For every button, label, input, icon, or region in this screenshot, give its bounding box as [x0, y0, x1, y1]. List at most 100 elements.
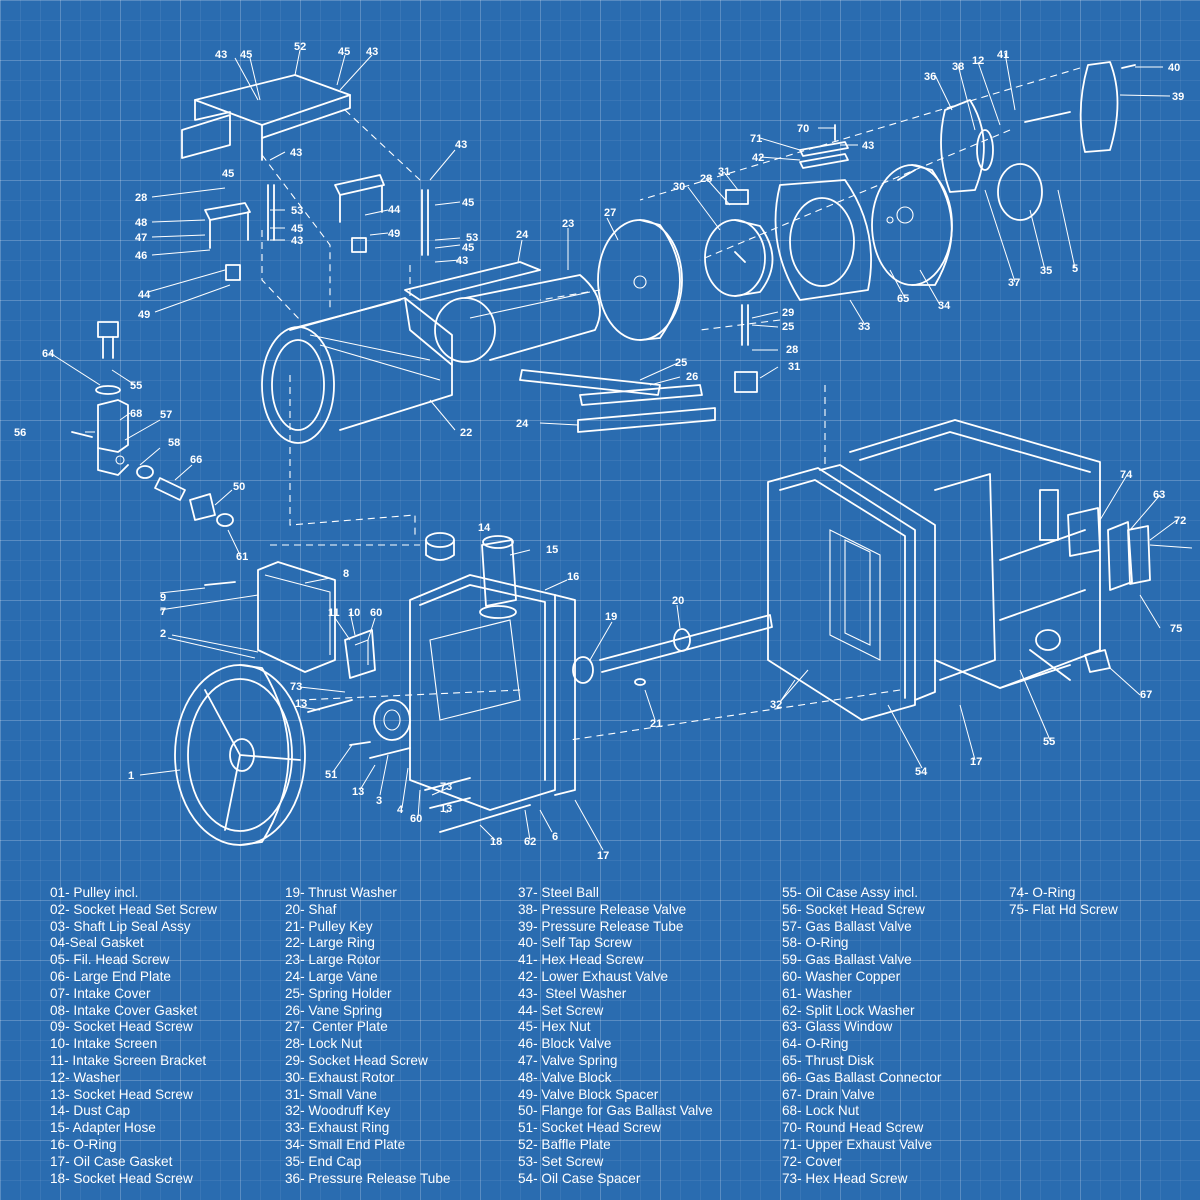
legend-item: 74- O-Ring — [1009, 885, 1076, 900]
legend-item: 67- Drain Valve — [782, 1086, 875, 1102]
callout-21: 21 — [650, 718, 662, 730]
legend-item: 32- Woodruff Key — [285, 1103, 391, 1119]
callout-52: 52 — [294, 41, 306, 53]
callout-45: 45 — [462, 197, 474, 209]
exhaust-rotor — [704, 189, 774, 393]
callout-26: 26 — [686, 371, 698, 383]
callout-11: 11 — [328, 607, 340, 619]
callout-19: 19 — [605, 611, 617, 623]
callout-43: 43 — [291, 235, 303, 247]
legend-item: 61- Washer — [782, 985, 852, 1001]
legend-item: 55- Oil Case Assy incl. — [782, 885, 918, 900]
legend-item: 19- Thrust Washer — [285, 885, 397, 900]
oil-case-spacer — [767, 464, 936, 721]
callout-1: 1 — [128, 770, 134, 782]
callout-lead-lines — [49, 49, 1193, 851]
callout-55: 55 — [1043, 736, 1055, 748]
callout-53: 53 — [291, 205, 303, 217]
legend-item: 29- Socket Head Screw — [285, 1052, 428, 1068]
callout-2: 2 — [160, 628, 166, 640]
legend-item: 62- Split Lock Washer — [782, 1002, 915, 1018]
callout-17: 17 — [597, 850, 609, 862]
callout-3: 3 — [376, 795, 382, 807]
callout-20: 20 — [672, 595, 684, 607]
callout-56: 56 — [14, 427, 26, 439]
callout-60: 60 — [410, 813, 422, 825]
callout-71: 71 — [750, 133, 762, 145]
legend-item: 18- Socket Head Screw — [50, 1170, 193, 1186]
end-cap-assembly — [940, 61, 1136, 221]
callout-36: 36 — [924, 71, 936, 83]
legend-item: 05- Fil. Head Screw — [50, 952, 170, 968]
legend-item: 28- Lock Nut — [285, 1036, 363, 1052]
legend-item: 10- Intake Screen — [50, 1036, 158, 1052]
legend-item: 13- Socket Head Screw — [50, 1086, 193, 1102]
legend-item: 15- Adapter Hose — [50, 1120, 156, 1136]
callout-61: 61 — [236, 551, 248, 563]
callout-55: 55 — [130, 380, 142, 392]
legend-item: 44- Set Screw — [518, 1002, 604, 1018]
legend-item: 25- Spring Holder — [285, 985, 392, 1001]
legend-item: 50- Flange for Gas Ballast Valve — [518, 1103, 713, 1119]
legend-item: 11- Intake Screen Bracket — [50, 1052, 207, 1068]
callout-8: 8 — [343, 568, 349, 580]
callout-4: 4 — [397, 804, 404, 816]
legend-item: 35- End Cap — [285, 1153, 362, 1169]
callout-10: 10 — [348, 607, 360, 619]
callout-35: 35 — [1040, 265, 1052, 277]
legend-item: 65- Thrust Disk — [782, 1052, 874, 1068]
callout-45: 45 — [338, 46, 350, 58]
callout-7: 7 — [160, 606, 166, 618]
callout-27: 27 — [604, 207, 616, 219]
callout-43: 43 — [215, 49, 227, 61]
legend-item: 14- Dust Cap — [50, 1103, 131, 1119]
callout-45: 45 — [291, 223, 303, 235]
callout-54: 54 — [915, 766, 928, 778]
legend-item: 08- Intake Cover Gasket — [50, 1002, 198, 1018]
callout-40: 40 — [1168, 62, 1180, 74]
callout-67: 67 — [1140, 689, 1152, 701]
legend-item: 57- Gas Ballast Valve — [782, 918, 912, 934]
legend-item: 02- Socket Head Set Screw — [50, 901, 217, 917]
callout-51: 51 — [325, 769, 337, 781]
exploded-pump-diagram: 43 45 52 45 43 43 45 28 53 48 45 47 43 4… — [14, 41, 1193, 862]
callout-39: 39 — [1172, 91, 1184, 103]
callout-24: 24 — [516, 229, 529, 241]
legend-column-4: 55- Oil Case Assy incl.56- Socket Head S… — [782, 885, 941, 1187]
exhaust-ring — [774, 179, 872, 301]
callout-45: 45 — [240, 49, 252, 61]
large-ring-cylinder — [261, 297, 453, 444]
intake-screen — [344, 629, 376, 679]
legend-item: 70- Round Head Screw — [782, 1120, 924, 1136]
parts-legend: 01- Pulley incl.02- Socket Head Set Scre… — [50, 885, 1170, 1190]
legend-item: 59- Gas Ballast Valve — [782, 952, 912, 968]
legend-item: 01- Pulley incl. — [50, 885, 139, 900]
legend-item: 52- Baffle Plate — [518, 1136, 611, 1152]
legend-item: 73- Hex Head Screw — [782, 1170, 908, 1186]
callout-34: 34 — [938, 300, 951, 312]
legend-item: 42- Lower Exhaust Valve — [518, 968, 669, 984]
callout-45: 45 — [462, 242, 474, 254]
callout-31: 31 — [788, 361, 800, 373]
legend-item: 51- Socket Head Screw — [518, 1120, 661, 1136]
callout-62: 62 — [524, 836, 536, 848]
legend-item: 20- Shaf — [285, 901, 337, 917]
callout-50: 50 — [233, 481, 245, 493]
legend-item: 24- Large Vane — [285, 968, 378, 984]
callout-74: 74 — [1120, 469, 1133, 481]
callout-13: 13 — [440, 803, 452, 815]
legend-item: 64- O-Ring — [782, 1036, 849, 1052]
callout-43: 43 — [455, 139, 467, 151]
callout-43: 43 — [862, 140, 874, 152]
gas-ballast-valve — [71, 321, 234, 527]
callout-38: 38 — [952, 61, 964, 73]
callout-58: 58 — [168, 437, 180, 449]
dust-cap-adapter — [425, 532, 517, 619]
oil-case — [849, 419, 1151, 689]
legend-item: 30- Exhaust Rotor — [285, 1069, 395, 1085]
legend-item: 03- Shaft Lip Seal Assy — [50, 918, 191, 934]
legend-item: 34- Small End Plate — [285, 1136, 406, 1152]
callout-60: 60 — [370, 607, 382, 619]
legend-item: 72- Cover — [782, 1153, 842, 1169]
